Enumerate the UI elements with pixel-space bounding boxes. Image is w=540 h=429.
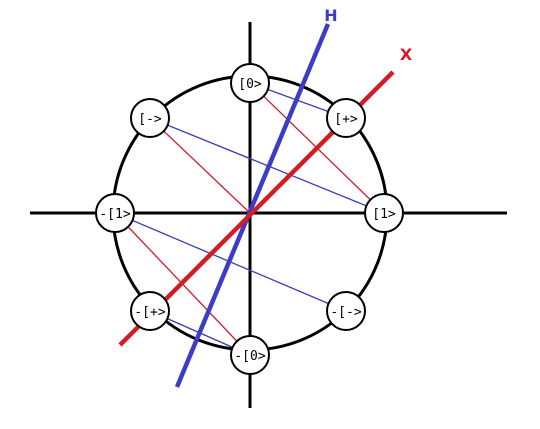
node-label: [-> (138, 112, 162, 127)
h-axis-label: H (324, 6, 337, 25)
node-label: -[1> (99, 207, 130, 222)
state-node-neg-plus: -[+> (130, 291, 170, 331)
node-circle (230, 63, 270, 103)
state-node-neg-one: -[1> (95, 193, 135, 233)
node-label: [1> (372, 207, 396, 222)
h-reflection-axis (174, 23, 331, 388)
state-node-zero: [0> (230, 63, 270, 103)
state-node-one: [1> (364, 193, 404, 233)
node-circle (326, 291, 366, 331)
node-circle (230, 335, 270, 375)
state-node-minus: [-> (130, 98, 170, 138)
node-label: [+> (334, 112, 358, 127)
node-circle (326, 98, 366, 138)
x-mapping-line (149, 117, 251, 214)
node-label: [0> (238, 77, 262, 92)
node-circle (130, 98, 170, 138)
node-label: -[0> (234, 349, 265, 364)
node-circle (130, 291, 170, 331)
node-circle (95, 193, 135, 233)
node-label: -[+> (134, 305, 165, 320)
node-circle (364, 193, 404, 233)
node-label: -[-> (330, 305, 361, 320)
state-node-plus: [+> (326, 98, 366, 138)
state-node-neg-minus: -[-> (326, 291, 366, 331)
state-node-neg-zero: -[0> (230, 335, 270, 375)
x-axis-label: X (400, 45, 413, 64)
